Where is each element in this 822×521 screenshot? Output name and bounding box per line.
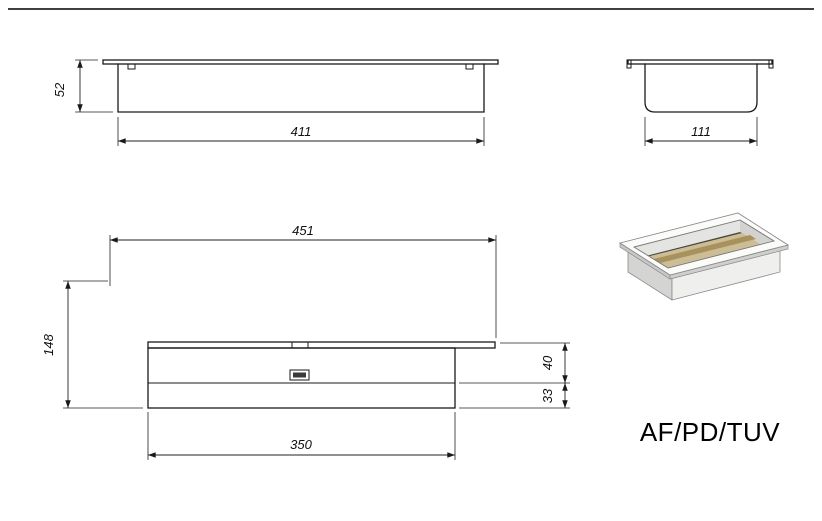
front-view-label-plate (289, 369, 310, 381)
end-view-flange-hook-right (768, 59, 774, 69)
iso-opening-interior (634, 220, 774, 268)
side-view-mount-tab-left (127, 63, 136, 70)
side-view: 52 411 (52, 59, 499, 146)
dim-40-label: 40 (540, 355, 555, 370)
iso-inner-back-wall (634, 220, 740, 259)
end-view-flange (627, 59, 773, 65)
dim-height-52: 52 (52, 59, 113, 113)
side-view-body (117, 63, 485, 113)
iso-opening-outline (632, 219, 776, 269)
dim-upper-height-40: 40 (459, 342, 570, 384)
iso-burner-slot (642, 235, 756, 266)
dim-33-label: 33 (540, 388, 555, 403)
dim-width-111: 111 (644, 117, 758, 146)
side-view-flange (102, 59, 499, 65)
dim-52-label: 52 (52, 82, 67, 97)
dim-350-label: 350 (290, 437, 312, 452)
dim-148-label: 148 (41, 333, 56, 355)
dim-451-label: 451 (292, 223, 314, 238)
model-label: AF/PD/TUV (640, 417, 780, 447)
isometric-thumbnail (618, 212, 790, 301)
front-view-lip (147, 341, 496, 349)
dim-overall-height-148: 148 (41, 280, 143, 409)
front-view-body (147, 347, 456, 409)
front-view-slider-notch (291, 341, 309, 349)
front-view-label-plate-mark (293, 372, 306, 378)
dim-body-width-350: 350 (147, 412, 456, 460)
side-view-mount-tab-right (465, 63, 474, 70)
dim-111-label: 111 (691, 124, 711, 139)
end-view: 111 (626, 59, 774, 146)
end-view-flange-hook-left (626, 59, 632, 69)
dim-411-label: 411 (291, 124, 312, 139)
dim-length-411: 411 (117, 117, 485, 146)
dim-overall-width-451: 451 (109, 223, 497, 338)
dim-lower-height-33: 33 (459, 383, 570, 409)
front-view: 451 148 40 33 350 (41, 223, 570, 460)
end-view-body (644, 63, 758, 113)
